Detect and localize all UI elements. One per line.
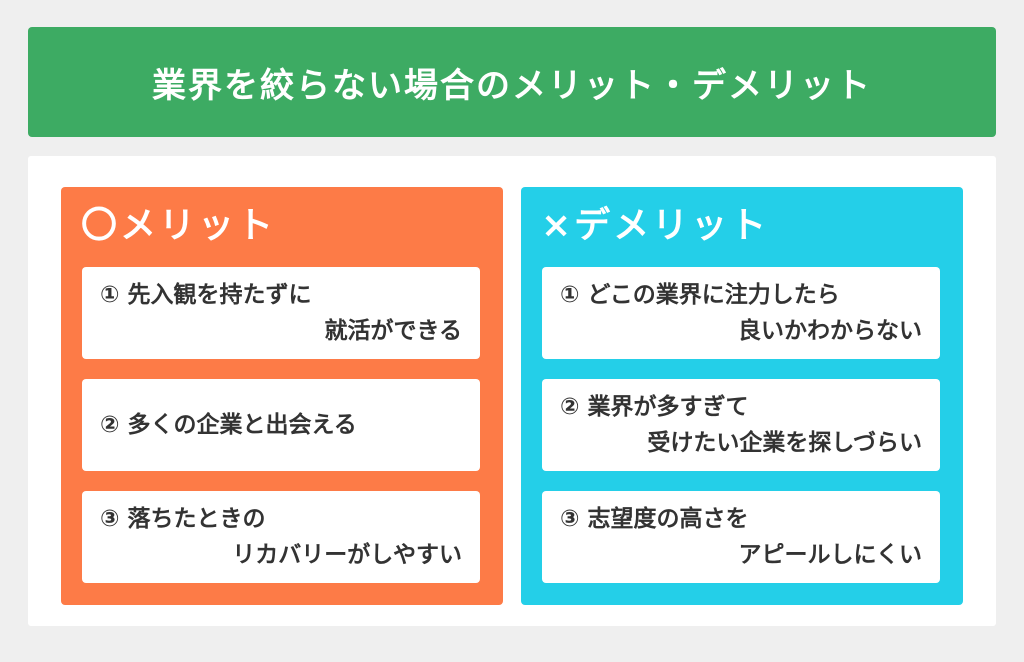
demerit-card-3-line-1: ③ 志望度の高さを (560, 506, 749, 532)
merit-card-2-line-1: ② 多くの企業と出会える (100, 412, 357, 438)
merit-card-3: ③ 落ちたときの リカバリーがしやすい (82, 491, 480, 583)
merit-panel: 〇メリット ① 先入観を持たずに 就活ができる ② 多くの企業と出会える ③ 落… (61, 187, 503, 605)
merit-card-1: ① 先入観を持たずに 就活ができる (82, 267, 480, 359)
merit-card-3-line-1: ③ 落ちたときの (100, 506, 266, 532)
demerit-card-2-line-1: ② 業界が多すぎて (560, 394, 749, 420)
merit-heading: 〇メリット (81, 205, 277, 246)
demerit-panel: ×デメリット ① どこの業界に注力したら 良いかわからない ② 業界が多すぎて … (521, 187, 963, 605)
page-title: 業界を絞らない場合のメリット・デメリット (152, 65, 872, 106)
demerit-card-3: ③ 志望度の高さを アピールしにくい (542, 491, 940, 583)
merit-card-3-line-2: リカバリーがしやすい (232, 542, 462, 568)
demerit-card-2-line-2: 受けたい企業を探しづらい (647, 430, 922, 456)
demerit-card-1-line-1: ① どこの業界に注力したら (560, 282, 840, 308)
merit-card-1-line-1: ① 先入観を持たずに (100, 282, 312, 308)
title-banner: 業界を絞らない場合のメリット・デメリット (28, 27, 996, 137)
demerit-card-1-line-2: 良いかわからない (738, 318, 922, 344)
demerit-card-2: ② 業界が多すぎて 受けたい企業を探しづらい (542, 379, 940, 471)
merit-card-2: ② 多くの企業と出会える (82, 379, 480, 471)
demerit-card-3-line-2: アピールしにくい (738, 542, 922, 568)
demerit-card-1: ① どこの業界に注力したら 良いかわからない (542, 267, 940, 359)
merit-card-1-line-2: 就活ができる (324, 318, 462, 344)
demerit-heading: ×デメリット (541, 205, 770, 246)
content-area: 〇メリット ① 先入観を持たずに 就活ができる ② 多くの企業と出会える ③ 落… (28, 156, 996, 626)
